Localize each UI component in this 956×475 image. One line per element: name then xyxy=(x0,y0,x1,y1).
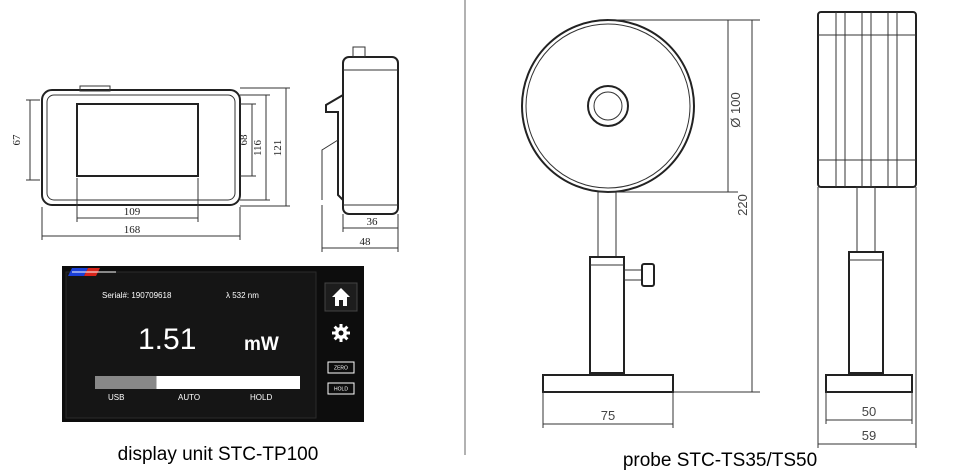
probe-aperture-outer xyxy=(587,85,629,127)
hold-button[interactable] xyxy=(327,382,355,395)
display-inner-bezel xyxy=(46,94,236,201)
display-unit-caption: display unit STC-TP100 xyxy=(118,444,319,465)
probe-knob xyxy=(641,263,655,287)
side-stand xyxy=(325,94,344,201)
status-label-hold: HOLD xyxy=(250,393,272,402)
probe-caption: probe STC-TS35/TS50 xyxy=(623,450,817,471)
probe-post xyxy=(597,191,617,258)
probe-aperture-inner xyxy=(593,91,623,121)
dim-base-width-75: 75 xyxy=(601,408,615,423)
status-label-auto: AUTO xyxy=(178,393,200,402)
dim-body-height-116: 116 xyxy=(252,139,264,156)
display-top-connector xyxy=(79,85,111,92)
dim-side-base-50: 50 xyxy=(862,404,876,419)
probe-knob-stem xyxy=(623,269,643,281)
dim-outer-height-121: 121 xyxy=(272,140,284,157)
probe-disc-rim xyxy=(525,23,691,189)
side-body xyxy=(342,56,399,215)
probe-side-base xyxy=(825,374,913,393)
dim-screen-height-68: 68 xyxy=(238,134,250,146)
probe-disc-outer xyxy=(521,19,695,193)
zero-button-label: ZERO xyxy=(334,366,348,372)
dim-height-220: 220 xyxy=(735,194,750,216)
dim-diameter-100: Ø 100 xyxy=(728,92,743,127)
probe-heatsink-outline xyxy=(817,11,917,188)
probe-front-view: Ø 100 220 75 xyxy=(521,19,760,428)
display-front-view: 67 68 116 121 109 168 xyxy=(11,85,290,240)
status-label-usb: USB xyxy=(108,393,124,402)
hold-button-label: HOLD xyxy=(334,387,348,393)
display-outer-body xyxy=(41,89,241,206)
probe-side-post xyxy=(856,186,876,253)
zero-button[interactable] xyxy=(327,361,355,374)
serial-number-text: Serial#: 190709618 xyxy=(102,291,172,300)
screen-main-area xyxy=(65,271,317,419)
dim-outer-width-168: 168 xyxy=(124,224,141,236)
gear-icon xyxy=(332,324,350,342)
display-side-view: 36 48 xyxy=(321,46,399,252)
progress-bar-fill xyxy=(95,376,157,389)
dim-side-total-59: 59 xyxy=(862,428,876,443)
home-icon xyxy=(332,288,350,306)
brand-logo-icon xyxy=(68,268,116,276)
display-screen-outline xyxy=(76,103,199,177)
display-screen-photo: Serial#: 190709618 λ 532 nm 1.51 mW USB … xyxy=(62,266,364,422)
wavelength-text: λ 532 nm xyxy=(226,291,259,300)
side-top-connector xyxy=(352,46,366,58)
dim-depth-48: 48 xyxy=(360,236,372,248)
dim-height-67: 67 xyxy=(11,134,23,146)
power-value-text: 1.51 xyxy=(138,323,196,356)
dim-screen-width-109: 109 xyxy=(124,206,141,218)
probe-side-holder xyxy=(848,251,884,374)
dim-depth-36: 36 xyxy=(367,216,379,228)
power-unit-text: mW xyxy=(244,334,279,355)
probe-side-view: 50 59 xyxy=(817,11,917,448)
probe-post-holder xyxy=(589,256,625,374)
probe-base xyxy=(542,374,674,393)
settings-button[interactable] xyxy=(325,318,357,348)
